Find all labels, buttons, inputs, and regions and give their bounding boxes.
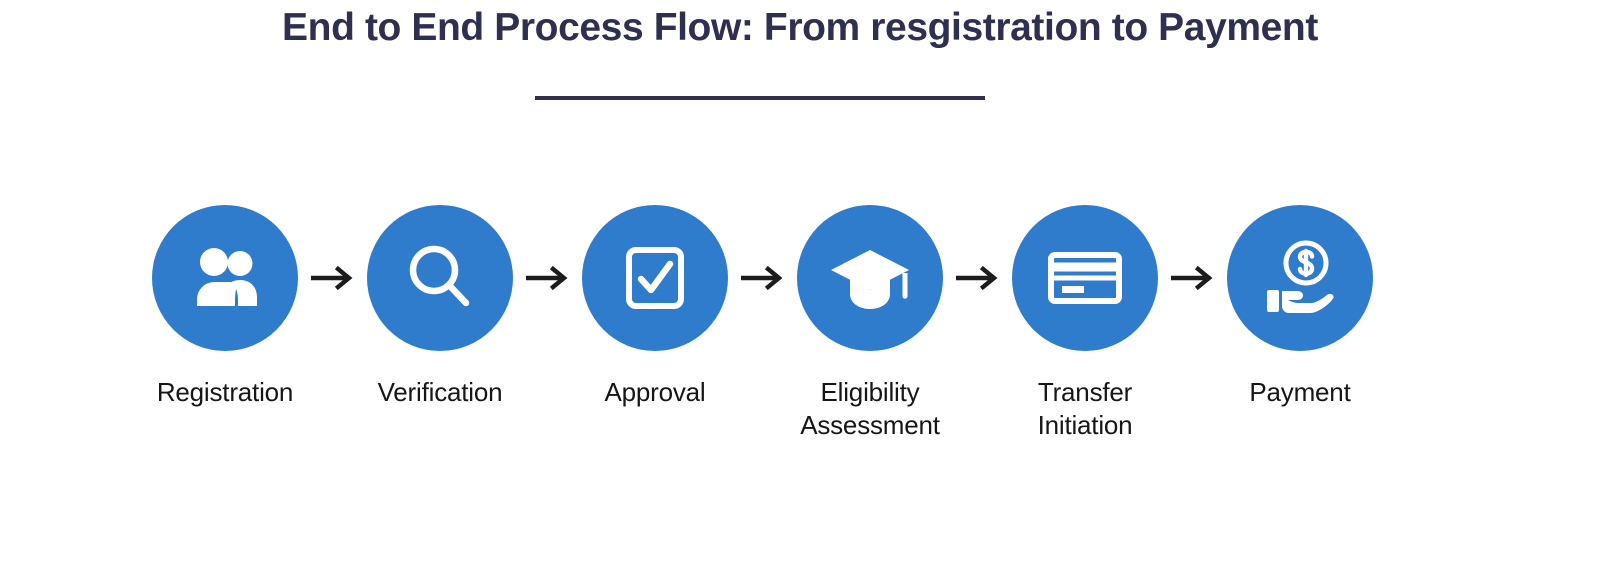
flow-step-eligibility-assessment[interactable]: Eligibility Assessment xyxy=(795,205,945,443)
flow-step-registration[interactable]: Registration xyxy=(150,205,300,409)
magnifier-icon xyxy=(398,236,482,320)
flow-step-approval[interactable]: Approval xyxy=(580,205,730,409)
flow-step-label: Transfer Initiation xyxy=(1037,377,1133,441)
flow-step-verification[interactable]: Verification xyxy=(365,205,515,409)
step-icon-circle[interactable] xyxy=(1227,205,1373,351)
step-icon-circle[interactable] xyxy=(367,205,513,351)
flow-arrow-5 xyxy=(1160,205,1225,351)
flow-step-label: Verification xyxy=(377,377,503,407)
flow-arrow-3 xyxy=(730,205,795,351)
flow-arrow-4 xyxy=(945,205,1010,351)
flow-step-label: Approval xyxy=(604,377,706,407)
flow-step-label: Registration xyxy=(156,377,294,407)
title-underline-divider xyxy=(535,96,985,100)
flow-step-label: Payment xyxy=(1249,377,1351,407)
checkbox-check-icon xyxy=(613,236,697,320)
step-icon-circle[interactable] xyxy=(1012,205,1158,351)
flow-arrow-2 xyxy=(515,205,580,351)
step-icon-circle[interactable] xyxy=(797,205,943,351)
flow-step-payment[interactable]: Payment xyxy=(1225,205,1375,409)
graduation-cap-icon xyxy=(826,234,914,322)
flow-arrow-1 xyxy=(300,205,365,351)
users-icon xyxy=(183,236,267,320)
flow-step-transfer-initiation[interactable]: Transfer Initiation xyxy=(1010,205,1160,443)
step-icon-circle[interactable] xyxy=(582,205,728,351)
flow-step-label: Eligibility Assessment xyxy=(800,377,940,441)
step-icon-circle[interactable] xyxy=(152,205,298,351)
page-title: End to End Process Flow: From resgistrat… xyxy=(282,6,1318,49)
process-flow-row: Registration Verification xyxy=(0,205,1600,443)
hand-holding-dollar-icon xyxy=(1256,234,1344,322)
credit-card-icon xyxy=(1041,234,1129,322)
header: End to End Process Flow: From resgistrat… xyxy=(0,0,1600,50)
